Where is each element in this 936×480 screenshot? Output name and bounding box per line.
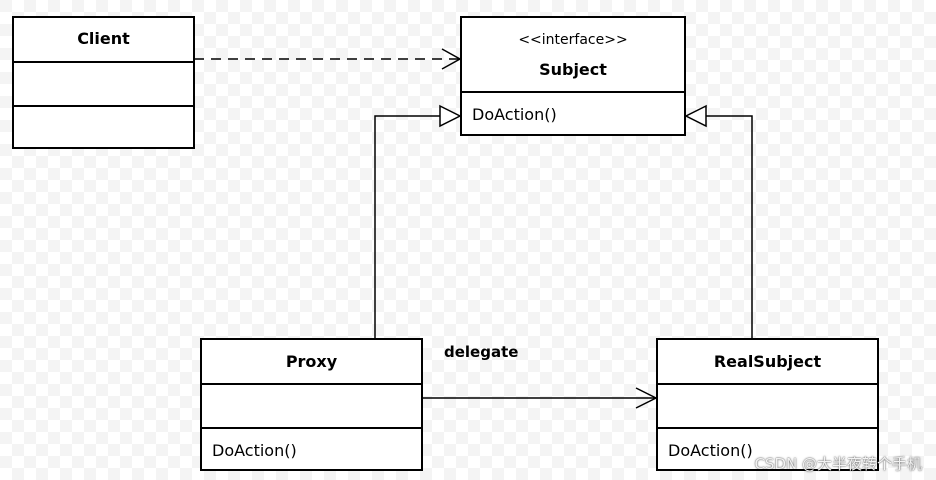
realsubject-attributes-compartment xyxy=(658,383,877,427)
csdn-watermark: CSDN @大半夜转个手机 xyxy=(754,455,922,473)
client-class-name: Client xyxy=(77,29,130,48)
client-operations-compartment xyxy=(14,105,193,147)
realsubject-subject-realization-arrowhead xyxy=(684,104,707,128)
subject-stereotype: <<interface>> xyxy=(518,32,628,48)
proxy-attributes-compartment xyxy=(202,383,421,427)
realsubject-class-box[interactable]: RealSubject DoAction() xyxy=(656,338,879,471)
realsubject-operation-doaction: DoAction() xyxy=(668,441,753,460)
proxy-subject-realization-arrowhead xyxy=(439,104,462,128)
proxy-subject-realization-line xyxy=(374,115,440,338)
delegate-label: delegate xyxy=(444,343,519,361)
subject-operations-compartment: DoAction() xyxy=(462,91,684,134)
client-attributes-compartment xyxy=(14,61,193,105)
realsubject-name-compartment: RealSubject xyxy=(658,340,877,383)
proxy-name-compartment: Proxy xyxy=(202,340,421,383)
client-name-compartment: Client xyxy=(14,18,193,61)
subject-name-compartment: <<interface>> Subject xyxy=(462,18,684,91)
proxy-class-name: Proxy xyxy=(285,352,338,371)
proxy-operations-compartment: DoAction() xyxy=(202,427,421,469)
realsubject-subject-realization-line xyxy=(706,115,753,338)
realsubject-operations-compartment: DoAction() xyxy=(658,427,877,469)
realsubject-class-name: RealSubject xyxy=(713,352,822,371)
proxy-class-box[interactable]: Proxy DoAction() xyxy=(200,338,423,471)
proxy-operation-doaction: DoAction() xyxy=(212,441,297,460)
subject-interface-box[interactable]: <<interface>> Subject DoAction() xyxy=(460,16,686,136)
subject-interface-name: Subject xyxy=(539,60,607,79)
client-class-box[interactable]: Client xyxy=(12,16,195,149)
subject-operation-doaction: DoAction() xyxy=(472,105,557,124)
